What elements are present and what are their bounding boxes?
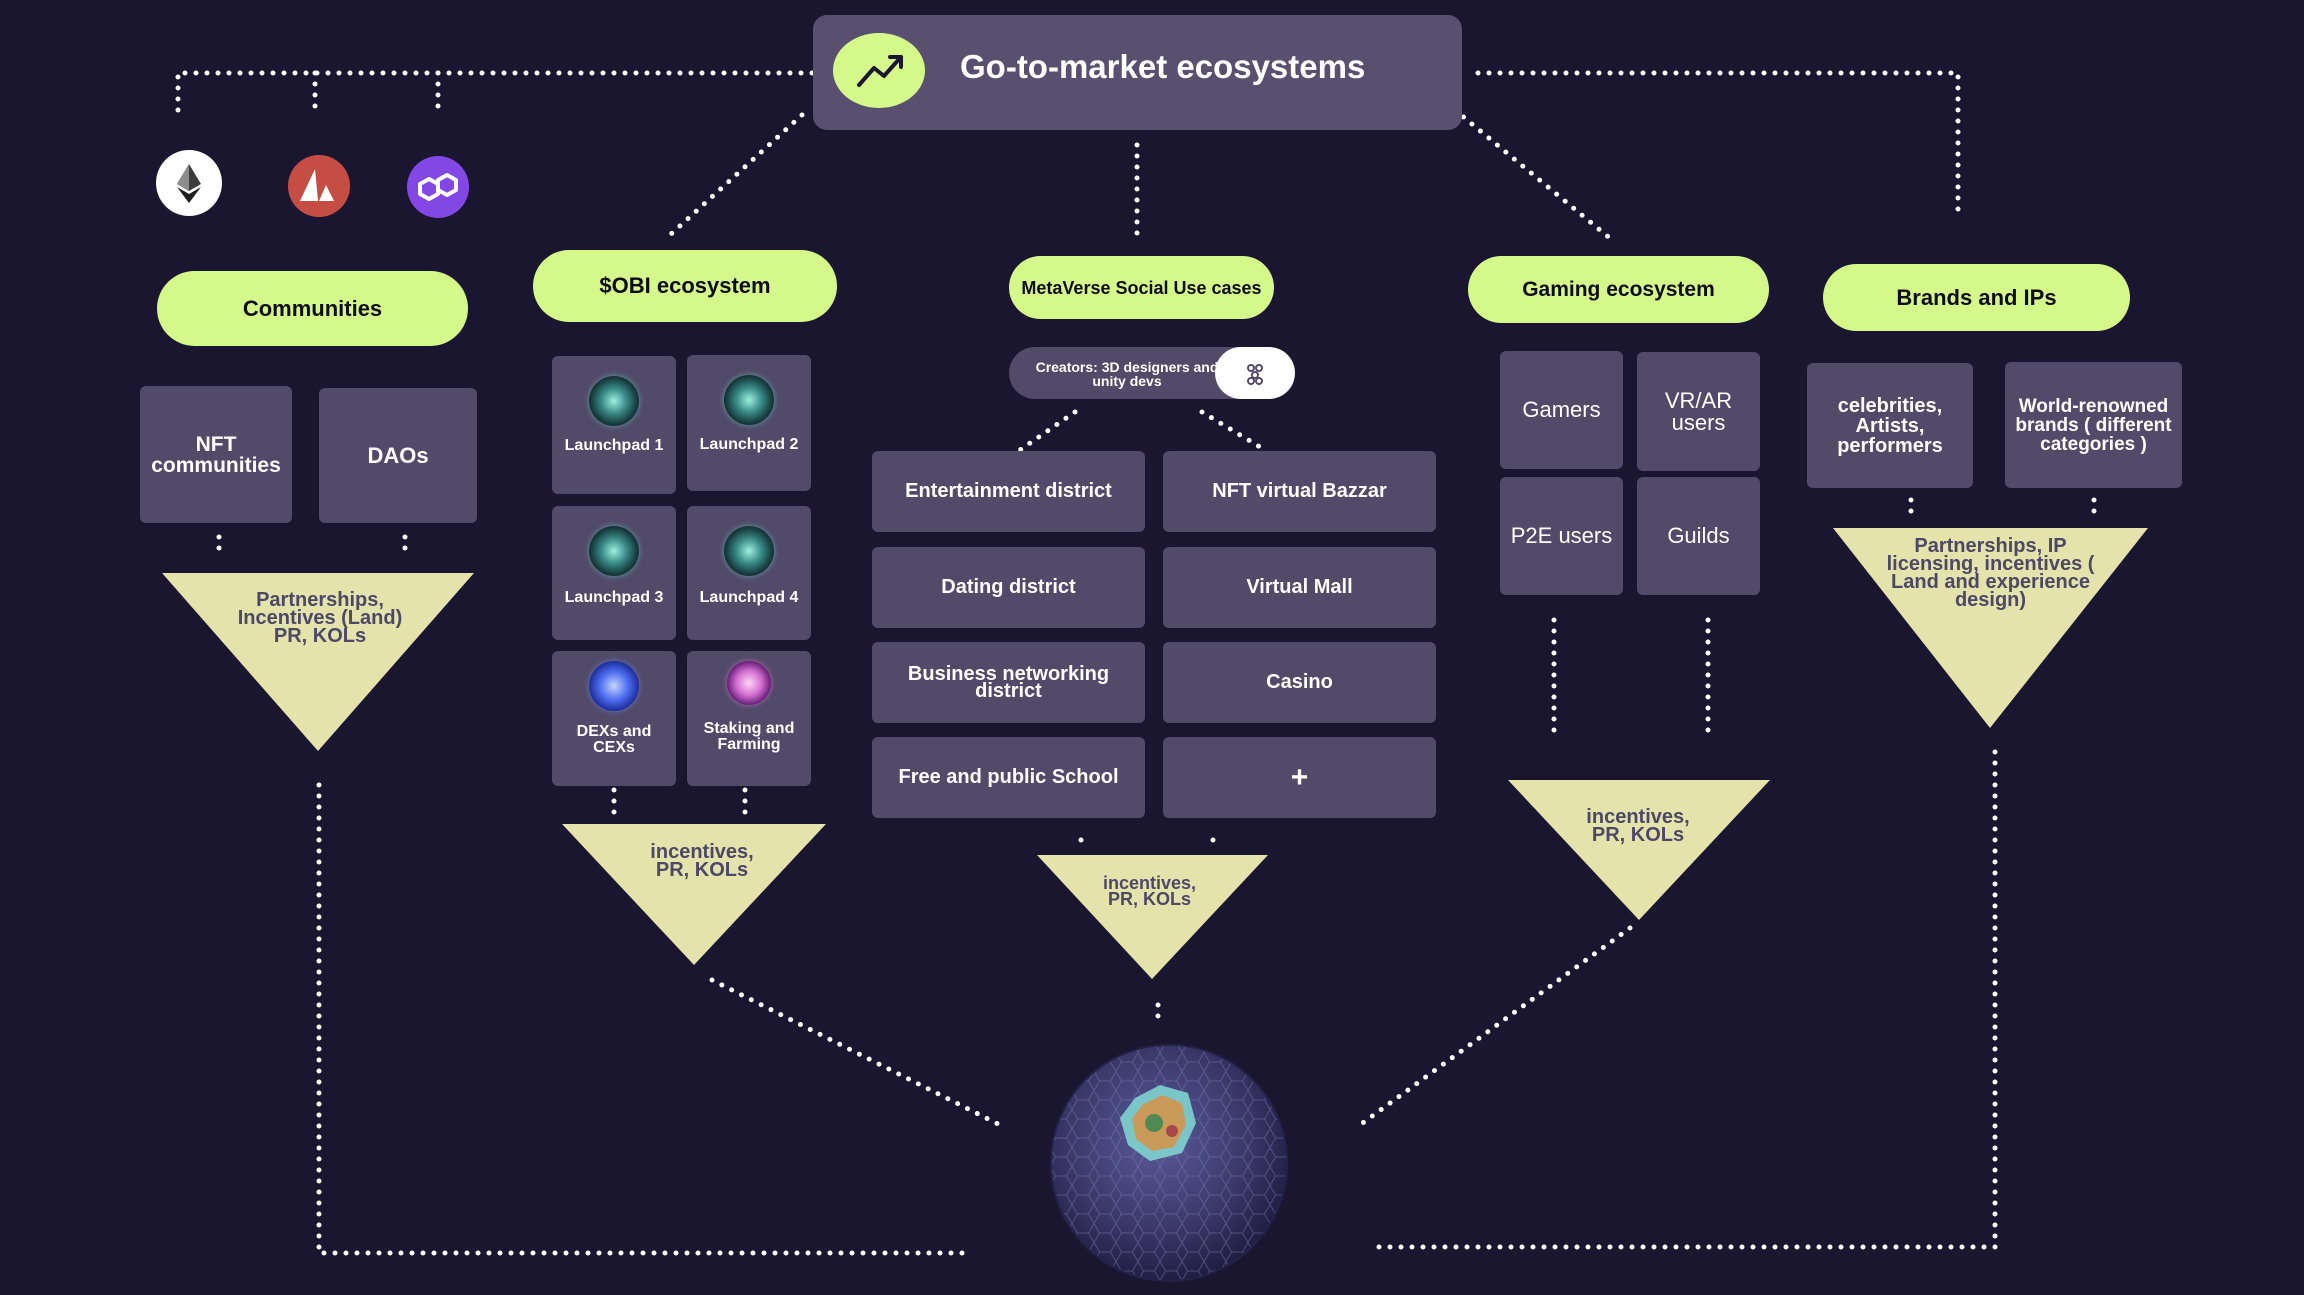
- launchpad-3-label: Launchpad 3: [564, 589, 664, 606]
- page-title: Go-to-market ecosystems: [960, 48, 1366, 85]
- staking-farming-card: Staking and Farming: [687, 651, 811, 786]
- launchpad-orb-icon: [589, 376, 639, 426]
- metaverse-funnel-text: incentives, PR, KOLs: [1102, 873, 1197, 910]
- gaming-funnel-text: incentives, PR, KOLs: [1586, 806, 1690, 846]
- launchpad-4-label: Launchpad 4: [699, 589, 799, 606]
- daos-box: DAOs: [319, 388, 477, 523]
- guilds-box: Guilds: [1637, 477, 1760, 595]
- launchpad-orb-icon: [724, 375, 774, 425]
- nft-bazzar-box: NFT virtual Bazzar: [1163, 451, 1436, 532]
- gamers-box: Gamers: [1500, 351, 1623, 469]
- launchpad-1-card: Launchpad 1: [552, 356, 676, 494]
- metaverse-pill: MetaVerse Social Use cases: [1009, 256, 1274, 319]
- brands-pill: Brands and IPs: [1823, 264, 2130, 331]
- brands-funnel: [1833, 528, 2148, 728]
- brands-funnel-text: Partnerships, IP licensing, incentives (…: [1886, 535, 2095, 611]
- business-networking-box: Business networking district: [872, 642, 1145, 723]
- add-more-box: +: [1163, 737, 1436, 818]
- obi-funnel-text: incentives, PR, KOLs: [650, 841, 754, 881]
- launchpad-2-card: Launchpad 2: [687, 355, 811, 491]
- communities-funnel: [162, 573, 474, 751]
- creators-chip: Creators: 3D designers and unity devs: [1009, 347, 1295, 399]
- obi-pill: $OBI ecosystem: [533, 250, 837, 322]
- p2e-users-box: P2E users: [1500, 477, 1623, 595]
- staking-farming-label: Staking and Farming: [703, 720, 795, 753]
- virtual-mall-box: Virtual Mall: [1163, 547, 1436, 628]
- launchpad-orb-icon: [724, 526, 774, 576]
- creators-label: Creators: 3D designers and unity devs: [1035, 359, 1219, 389]
- dexs-cexs-label: DEXs and CEXs: [576, 723, 652, 756]
- trend-up-icon: [833, 33, 925, 108]
- celebrities-box: celebrities, Artists, performers: [1807, 363, 1973, 488]
- exchange-orb-icon: [589, 661, 639, 711]
- gaming-funnel: [1508, 780, 1770, 920]
- staking-orb-icon: [727, 661, 771, 705]
- metaverse-globe: [1050, 1043, 1288, 1283]
- communities-pill: Communities: [157, 271, 468, 346]
- launchpad-1-label: Launchpad 1: [564, 437, 664, 454]
- launchpad-3-card: Launchpad 3: [552, 506, 676, 640]
- free-public-school-box: Free and public School: [872, 737, 1145, 818]
- casino-box: Casino: [1163, 642, 1436, 723]
- launchpad-2-label: Launchpad 2: [699, 436, 799, 453]
- dating-district-box: Dating district: [872, 547, 1145, 628]
- header-card: Go-to-market ecosystems: [813, 15, 1462, 130]
- gaming-pill: Gaming ecosystem: [1468, 256, 1769, 323]
- dexs-cexs-card: DEXs and CEXs: [552, 651, 676, 786]
- launchpad-orb-icon: [589, 526, 639, 576]
- world-brands-box: World-renowned brands ( different catego…: [2005, 362, 2182, 488]
- nft-communities-box: NFT communities: [140, 386, 292, 523]
- metaverse-funnel: [1037, 855, 1268, 979]
- launchpad-4-card: Launchpad 4: [687, 506, 811, 640]
- avalanche-logo: [288, 155, 350, 217]
- vr-ar-users-box: VR/AR users: [1637, 352, 1760, 471]
- communities-funnel-text: Partnerships, Incentives (Land) PR, KOLs: [237, 589, 403, 647]
- polygon-logo: [407, 156, 469, 218]
- ethereum-logo: [156, 150, 222, 216]
- unity-icon: [1215, 347, 1295, 399]
- obi-funnel: [562, 824, 826, 965]
- entertainment-district-box: Entertainment district: [872, 451, 1145, 532]
